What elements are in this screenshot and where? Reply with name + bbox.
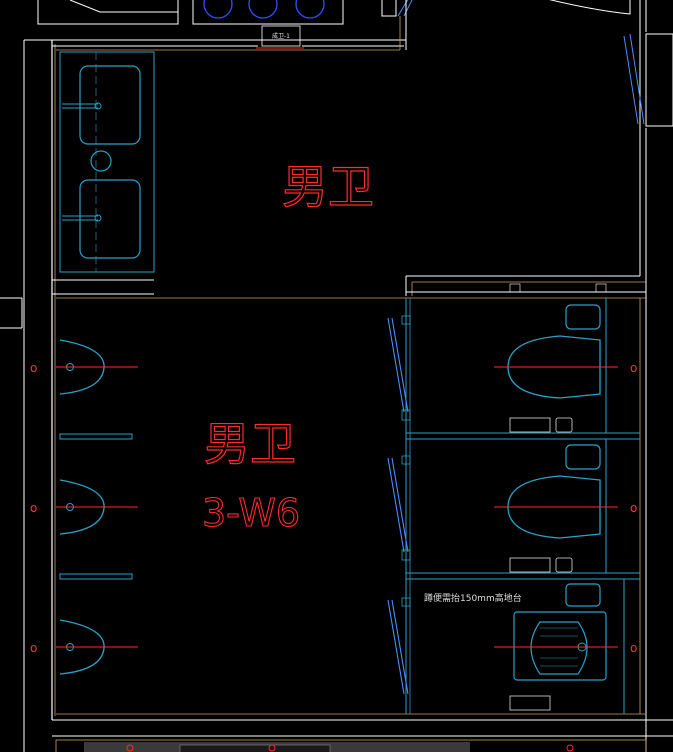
stall-door-1-jamb-top <box>401 315 411 325</box>
svg-text:o: o <box>30 361 37 375</box>
mid-wall-detail-2 <box>595 283 607 293</box>
urinals: o o o <box>30 339 138 675</box>
sink-2-drain <box>94 214 102 222</box>
toilet-2: o <box>494 444 637 573</box>
bottom-red-mark-2 <box>268 744 276 752</box>
right-window <box>645 33 673 127</box>
stall-door-3-jamb-top <box>401 597 411 607</box>
floor-drain <box>90 150 112 172</box>
mid-wall-detail <box>509 283 521 293</box>
floor-note: 蹲便需抬150mm高地台 <box>424 592 522 604</box>
stall-door-2 <box>387 457 409 553</box>
bottom-toolbar-field <box>179 744 331 752</box>
urinal-2: o <box>30 479 138 535</box>
svg-text:o: o <box>30 501 37 515</box>
toilet-1-paper <box>509 417 551 433</box>
bottom-strip-frame <box>55 739 647 752</box>
toilet-2-paper <box>509 557 551 573</box>
upper-room-label: 男卫 <box>282 160 374 214</box>
top-adjacent-area: 成卫-1 <box>37 0 631 49</box>
stall-door-2-jamb-bot <box>401 549 411 561</box>
urinal-divider-2 <box>59 573 133 580</box>
stall-door-1-jamb-bot <box>401 409 411 421</box>
toilet-1: o <box>494 304 637 433</box>
squat-toilet: o <box>494 583 637 711</box>
stall-door-1 <box>387 317 409 413</box>
urinal-3: o <box>30 619 138 675</box>
top-room-left <box>37 0 179 25</box>
sink-2 <box>79 179 141 259</box>
svg-text:o: o <box>630 501 637 515</box>
svg-text:o: o <box>630 361 637 375</box>
stall-door-2-jamb-top <box>401 455 411 465</box>
urinal-divider-1 <box>59 433 133 440</box>
sink-1 <box>79 65 141 145</box>
bottom-red-mark-3 <box>566 744 574 752</box>
top-right-stub <box>381 0 397 17</box>
top-room-left-diagonal <box>69 0 178 13</box>
lower-room-code: 3-W6 <box>202 491 300 535</box>
squat-paper <box>509 695 551 711</box>
urinal-1: o <box>30 339 138 395</box>
stalls <box>387 298 640 714</box>
right-window-swing <box>623 33 645 125</box>
sink-1-drain <box>94 102 102 110</box>
bottom-strip <box>55 739 647 752</box>
door-tag: 成卫-1 <box>272 32 290 40</box>
lower-room-label: 男卫 <box>204 417 296 471</box>
top-fixture-3 <box>295 0 325 19</box>
svg-text:o: o <box>630 641 637 655</box>
top-right-curve <box>549 0 631 15</box>
top-room-center <box>192 0 344 25</box>
counter-outline <box>59 51 155 273</box>
bottom-red-mark-1 <box>126 744 134 752</box>
top-fixture-1 <box>203 0 233 19</box>
svg-text:o: o <box>30 641 37 655</box>
sink-counter <box>59 51 155 273</box>
door-tag-box <box>261 25 301 47</box>
top-fixture-2 <box>248 0 278 19</box>
stall-door-3 <box>387 599 409 695</box>
